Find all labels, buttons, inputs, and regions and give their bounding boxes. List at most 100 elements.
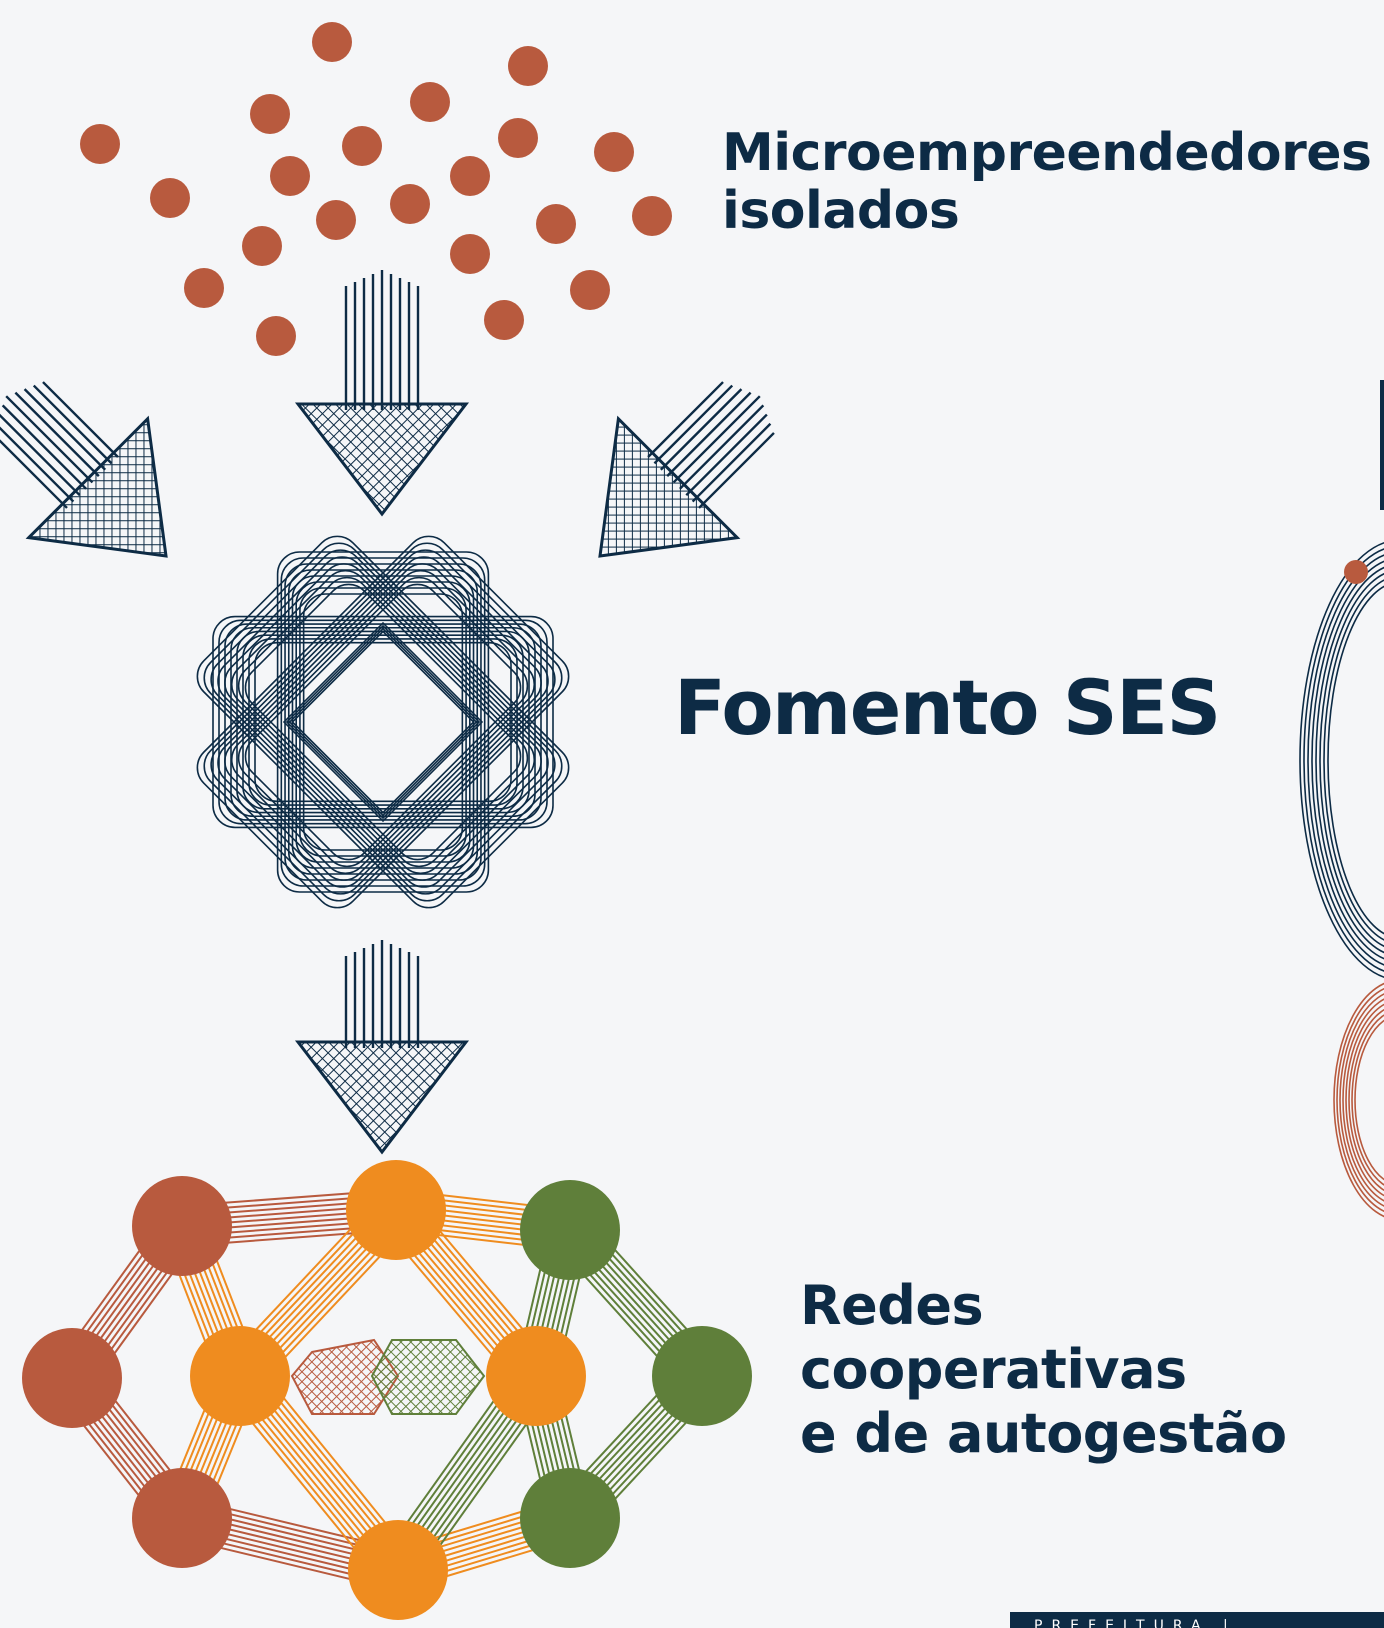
star-core	[291, 630, 475, 814]
arrow-diagonal-left	[0, 381, 168, 558]
dot	[256, 316, 296, 356]
edge-arc-rust	[1351, 1014, 1384, 1186]
edge-arc-navy	[1327, 585, 1384, 935]
arrow-shaft-line	[666, 391, 752, 477]
dot	[242, 226, 282, 266]
star-band	[295, 581, 471, 863]
edge-arc-rust	[1339, 993, 1384, 1207]
edge-arc-navy	[1303, 548, 1384, 972]
edge-arc-rust	[1345, 1003, 1384, 1197]
edge-arc-navy	[1307, 554, 1384, 966]
arrow-shaft-line	[698, 432, 775, 509]
dot	[508, 46, 548, 86]
networks-label: Redes cooperativas e de autogestão	[800, 1274, 1287, 1466]
networks-label-line-1: Redes	[800, 1274, 984, 1337]
star-band	[244, 583, 522, 861]
dot	[594, 132, 634, 172]
star-core	[285, 624, 481, 820]
star-band	[244, 583, 522, 861]
arrow-shaft-line	[1, 404, 87, 490]
network-node	[346, 1160, 446, 1260]
star-band	[230, 569, 536, 875]
center-hex-green	[370, 1339, 486, 1415]
star-band	[237, 576, 529, 868]
edge-decoration	[1299, 380, 1384, 1218]
star-band	[203, 542, 563, 902]
arrow-shaft-line	[653, 384, 734, 465]
edge-arc-navy	[1323, 579, 1384, 941]
arrow-diagonal-right	[598, 381, 775, 558]
star-band	[224, 563, 542, 881]
star-band	[217, 556, 549, 888]
edge-bar	[1380, 380, 1384, 510]
networks-label-line-2: cooperativas	[800, 1338, 1187, 1401]
star-band	[196, 535, 570, 909]
network-node	[22, 1328, 122, 1428]
arrow-shaft-line	[0, 422, 75, 503]
center-hex-rust	[290, 1338, 400, 1415]
network-node	[486, 1326, 586, 1426]
woven-star-icon	[196, 535, 570, 909]
star-band	[276, 551, 490, 893]
edge-arc-rust	[1333, 982, 1384, 1218]
edge-arc-rust	[1354, 1019, 1384, 1181]
edge-arc-rust	[1348, 1008, 1384, 1192]
dot	[570, 270, 610, 310]
arrow-shaft-line	[647, 381, 724, 458]
arrow-shaft-line	[14, 391, 100, 477]
networks-label-line-3: e de autogestão	[800, 1402, 1287, 1465]
arrow-head	[294, 1040, 470, 1155]
dot	[484, 300, 524, 340]
network-node	[520, 1180, 620, 1280]
edge-arc-rust	[1336, 987, 1384, 1213]
isolated-label-line-1: Microempreendedores	[722, 123, 1372, 183]
cooperative-network	[22, 1160, 752, 1620]
dot	[390, 184, 430, 224]
dot	[410, 82, 450, 122]
edge-arc-navy	[1311, 560, 1384, 960]
star-band	[218, 619, 548, 825]
prefeitura-badge: PREFEITURA |	[1010, 1612, 1384, 1628]
dot	[250, 94, 290, 134]
arrow-shaft-line	[5, 395, 94, 484]
arrow-down-bottom	[294, 940, 470, 1155]
arrow-shaft-line	[685, 413, 768, 497]
edge-arc-navy	[1315, 566, 1384, 954]
edge-arc-rust	[1342, 998, 1384, 1202]
dot	[184, 268, 224, 308]
dot	[80, 124, 120, 164]
star-band	[210, 549, 556, 895]
edge-arc-navy	[1319, 573, 1384, 947]
dot	[150, 178, 190, 218]
edge-arc-navy	[1299, 542, 1384, 978]
arrow-head	[294, 402, 470, 517]
star-band	[237, 576, 529, 868]
dot	[342, 126, 382, 166]
dot	[312, 22, 352, 62]
arrow-shaft-line	[0, 432, 68, 509]
arrow-shaft-line	[691, 422, 772, 503]
star-band	[217, 556, 549, 888]
star-center	[307, 646, 459, 798]
dot	[316, 200, 356, 240]
network-node	[132, 1176, 232, 1276]
dot	[450, 156, 490, 196]
star-band	[196, 535, 570, 909]
arrow-down-top	[294, 270, 470, 517]
edge-dot	[1344, 560, 1368, 584]
arrow-shaft-line	[659, 388, 743, 471]
star-band	[224, 563, 542, 881]
star-band	[280, 557, 486, 887]
network-node	[348, 1520, 448, 1620]
dot	[632, 196, 672, 236]
arrow-shaft-line	[23, 388, 107, 471]
dot	[536, 204, 576, 244]
star-band	[242, 634, 524, 810]
isolated-label-line-2: isolados	[722, 181, 960, 241]
network-node	[190, 1326, 290, 1426]
star-band	[203, 542, 563, 902]
network-node	[520, 1468, 620, 1568]
network-node	[652, 1326, 752, 1426]
star-core	[288, 627, 478, 817]
